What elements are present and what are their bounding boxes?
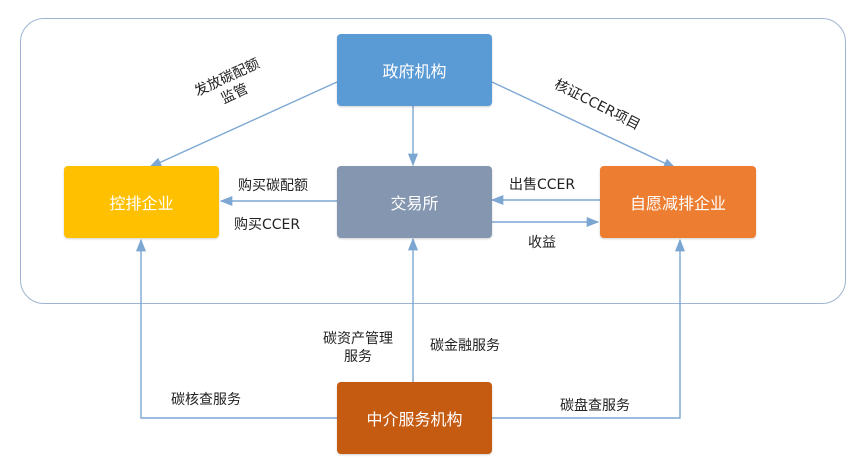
buy-quota-label: 购买碳配额 (238, 178, 308, 194)
asset-management-label: 碳资产管理 服务 (312, 330, 404, 366)
controlled-enterprise-node: 控排企业 (64, 166, 219, 238)
market-boundary-frame (20, 18, 846, 304)
arrow-intermediary-to-controlled (135, 238, 337, 419)
voluntary-enterprise-node: 自愿减排企业 (600, 166, 756, 238)
intermediary-node: 中介服务机构 (337, 382, 492, 454)
asset-management-line1: 碳资产管理 (323, 331, 393, 347)
verification-service-label: 碳核查服务 (171, 392, 241, 408)
government-node: 政府机构 (337, 34, 492, 106)
controlled-enterprise-label: 控排企业 (109, 194, 174, 213)
arrow-intermediary-to-voluntary (491, 238, 686, 419)
revenue-label: 收益 (528, 235, 556, 251)
inventory-service-label: 碳盘查服务 (560, 398, 630, 414)
arrow-government-to-voluntary (491, 81, 677, 169)
sell-ccer-label: 出售CCER (509, 177, 576, 193)
asset-management-line2: 服务 (344, 349, 372, 365)
voluntary-enterprise-label: 自愿减排企业 (629, 194, 726, 213)
exchange-label: 交易所 (390, 194, 439, 213)
arrow-government-to-controlled (148, 81, 338, 168)
intermediary-label: 中介服务机构 (366, 410, 463, 429)
government-label: 政府机构 (382, 62, 447, 81)
exchange-node: 交易所 (337, 166, 492, 238)
finance-service-label: 碳金融服务 (430, 338, 500, 354)
buy-ccer-label: 购买CCER (234, 217, 301, 233)
